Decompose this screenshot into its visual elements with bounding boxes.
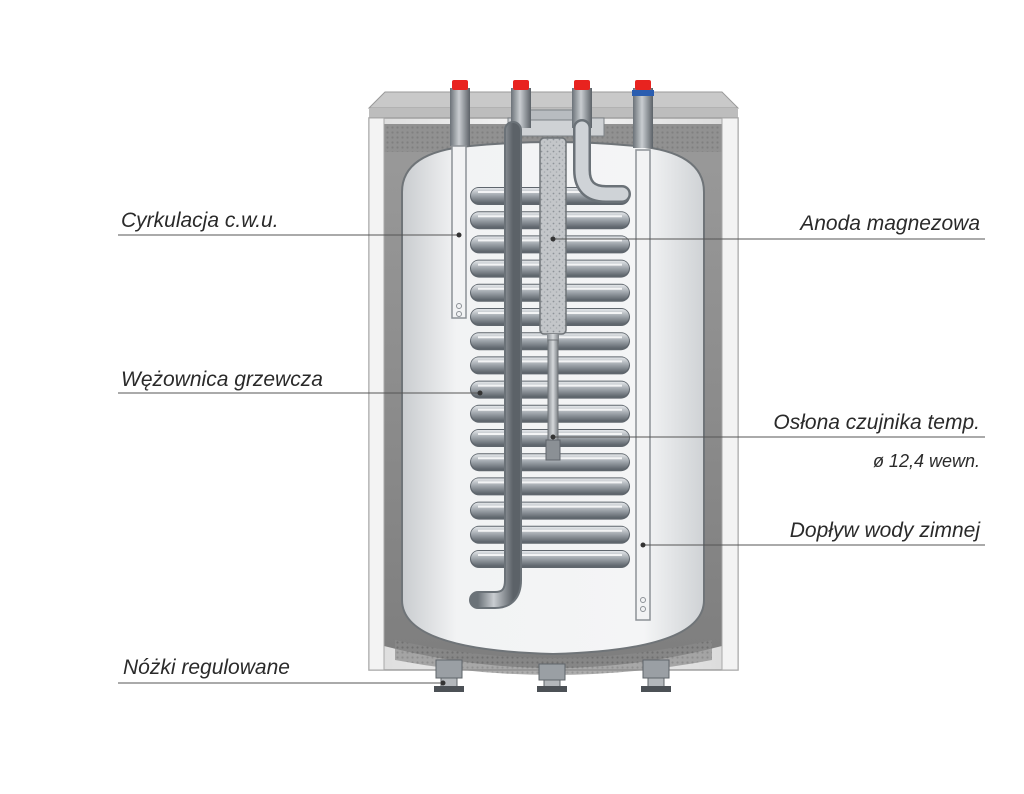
casing-right-strip xyxy=(721,117,739,671)
label-oslona-diameter: ø 12,4 wewn. xyxy=(872,451,980,471)
coil-loop xyxy=(471,502,629,518)
leader-lines xyxy=(118,232,985,686)
connector-3 xyxy=(572,80,592,128)
sensor-sleeve xyxy=(545,339,561,461)
coil-loop xyxy=(471,551,629,566)
label-anoda: Anoda magnezowa xyxy=(800,212,980,235)
label-nozki: Nóżki regulowane xyxy=(123,656,290,679)
connector-1 xyxy=(450,80,470,146)
foot-1 xyxy=(434,659,464,692)
cold-water-pipe xyxy=(635,149,651,621)
top-cover xyxy=(367,91,740,109)
insulation-bottom-band xyxy=(395,640,712,675)
adjustable-feet xyxy=(434,659,671,692)
connector-4 xyxy=(632,80,654,148)
coil-loop xyxy=(471,478,629,494)
top-connectors xyxy=(450,80,654,148)
magnesium-anode xyxy=(539,137,567,344)
casing-left-strip xyxy=(368,117,385,671)
circulation-pipe xyxy=(451,145,467,319)
connector-2 xyxy=(511,80,531,128)
coil-loop xyxy=(471,526,629,542)
label-oslona: Osłona czujnika temp. xyxy=(773,411,980,434)
foot-3 xyxy=(641,659,671,692)
label-doplyw: Dopływ wody zimnej xyxy=(789,519,980,542)
label-cyrkulacja: Cyrkulacja c.w.u. xyxy=(121,209,279,232)
foot-2 xyxy=(537,663,567,692)
label-wezownica: Wężownica grzewcza xyxy=(121,368,323,391)
